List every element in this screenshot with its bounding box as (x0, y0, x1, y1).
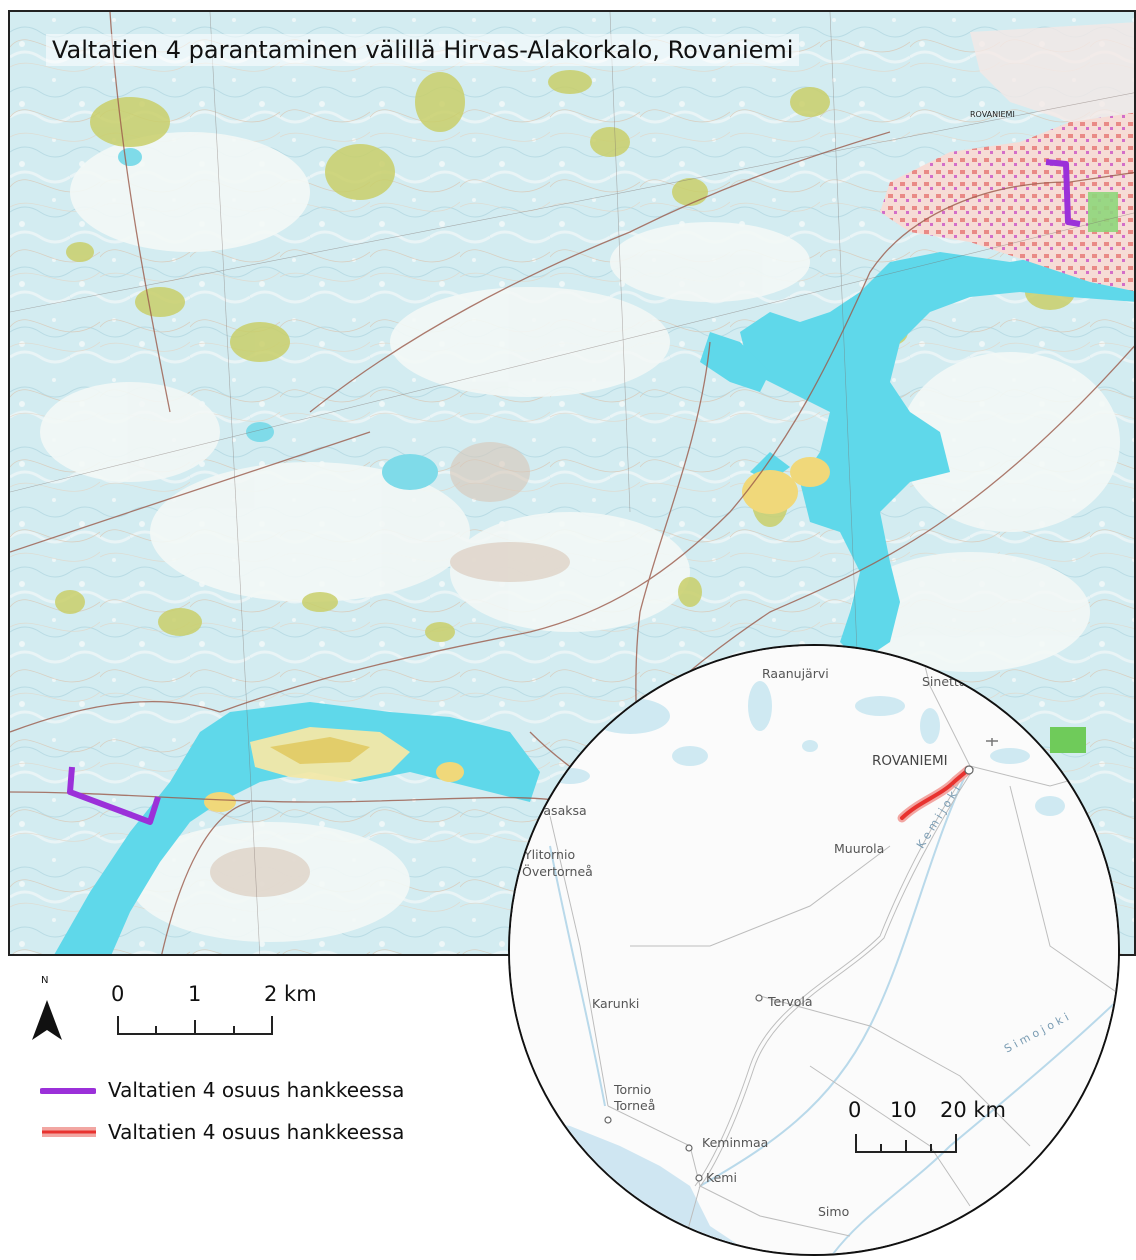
label-raanujarvi: Raanujärvi (762, 666, 829, 681)
inset-town-markers (604, 765, 974, 1182)
label-muurola: Muurola (834, 841, 885, 856)
urban-area (880, 112, 1134, 292)
inset-canvas (510, 646, 1118, 1254)
north-label: N (41, 975, 49, 986)
label-rovaniemi: ROVANIEMI (872, 753, 948, 769)
north-arrow-icon (32, 1000, 62, 1040)
hill-areas (40, 132, 1120, 942)
airport-icon (986, 738, 998, 746)
project-segment-north (1045, 159, 1081, 227)
inset-sea (510, 1116, 754, 1254)
label-tornio: Tornio (614, 1082, 652, 1097)
label-tornea: Torneå (614, 1098, 656, 1113)
inset-roads (549, 646, 1118, 1254)
inset-scale-label-20: 20 km (940, 1098, 1007, 1122)
label-kemi: Kemi (706, 1170, 737, 1185)
inset-scale-label-10: 10 (890, 1098, 917, 1122)
village-areas (204, 457, 830, 812)
scale-label-2: 2 km (264, 982, 317, 1006)
project-segment-south (67, 766, 161, 825)
scale-label-1: 1 (188, 982, 202, 1006)
label-overtornea: Övertorneå (522, 864, 593, 879)
label-sinetta: Sinetta (922, 674, 967, 689)
label-keminmaa: Keminmaa (702, 1135, 769, 1150)
label-ylitornio: Ylitornio (524, 847, 576, 862)
inset-scale-bar (855, 1134, 957, 1153)
map-title: Valtatien 4 parantaminen välillä Hirvas-… (46, 34, 800, 66)
rock-areas (210, 442, 570, 897)
label-vasaksa: vasaksa (536, 803, 587, 818)
inset-project-segment (900, 768, 970, 820)
scale-label-0: 0 (111, 982, 125, 1006)
inset-scale-label-0: 0 (848, 1098, 862, 1122)
scale-bar (117, 1016, 273, 1035)
inset-lakes (550, 681, 1065, 816)
legend-label-red: Valtatien 4 osuus hankkeessa (108, 1120, 405, 1144)
legend-label-purple: Valtatien 4 osuus hankkeessa (108, 1078, 405, 1102)
label-tervola: Tervola (768, 994, 813, 1009)
legend-swatch-red (42, 1127, 96, 1137)
legend-swatch-purple (40, 1088, 96, 1094)
overview-inset-map[interactable]: Raanujärvi Sinetta ROVANIEMI vasaksa Yli… (508, 644, 1120, 1256)
city-label: ROVANIEMI (970, 110, 1015, 119)
label-karunki: Karunki (592, 996, 640, 1011)
label-simo: Simo (818, 1204, 850, 1219)
